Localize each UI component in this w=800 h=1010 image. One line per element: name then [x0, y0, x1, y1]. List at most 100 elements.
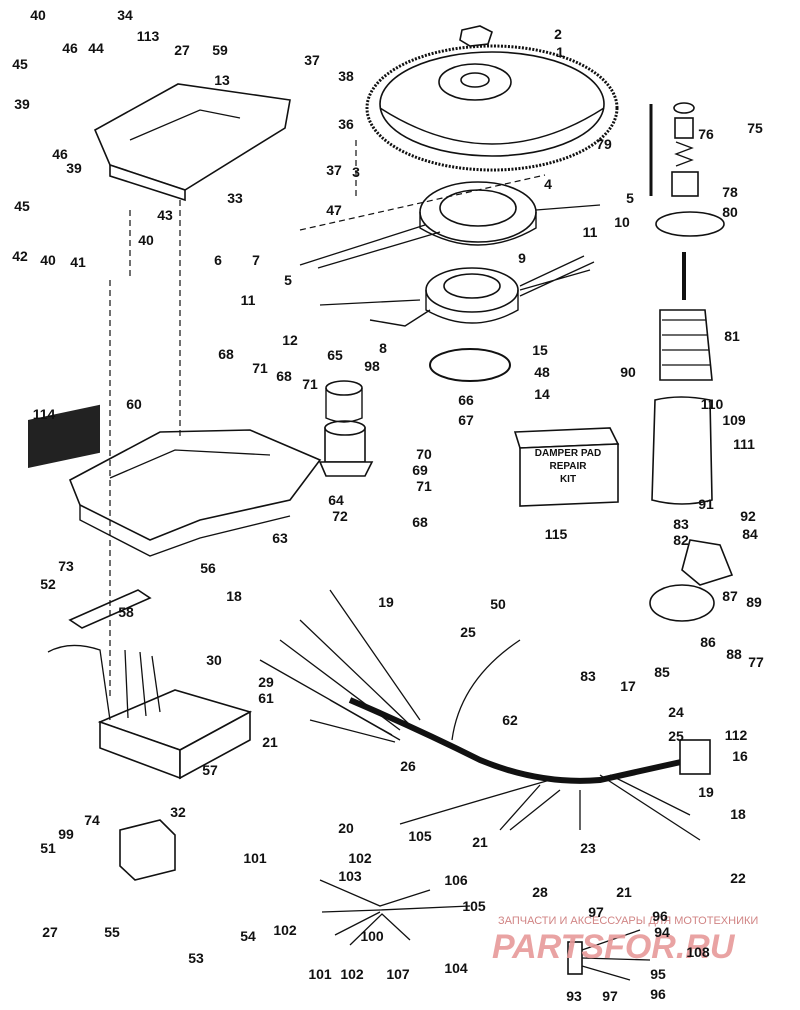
callout-4: 4 — [544, 176, 552, 192]
flywheel-nut — [459, 25, 493, 47]
sleeve-body — [325, 388, 363, 423]
callout-114: 114 — [33, 406, 56, 422]
alignment-line-1 — [109, 210, 131, 700]
callout-87: 87 — [722, 588, 738, 604]
callout-21: 21 — [472, 834, 488, 850]
kit-line1: DAMPER PAD — [535, 448, 601, 459]
starter-solenoid — [318, 420, 374, 477]
callout-43: 43 — [157, 207, 173, 223]
callout-29: 29 — [258, 674, 274, 690]
callout-80: 80 — [722, 204, 738, 220]
callout-42: 42 — [12, 248, 28, 264]
callout-110: 110 — [701, 396, 724, 412]
rectifier — [47, 644, 253, 780]
callout-98: 98 — [364, 358, 380, 374]
callout-46: 46 — [52, 146, 68, 162]
callout-13: 13 — [214, 72, 230, 88]
callout-115: 115 — [545, 526, 568, 542]
decal-114 — [28, 404, 100, 469]
kit-line3: KIT — [560, 474, 576, 485]
callout-2: 2 — [554, 26, 562, 42]
timer-base — [319, 255, 595, 327]
callout-46: 46 — [62, 40, 78, 56]
electrical-cover — [93, 83, 291, 202]
callout-108: 108 — [686, 944, 710, 960]
callout-62: 62 — [502, 712, 518, 728]
callout-37: 37 — [304, 52, 320, 68]
callout-106: 106 — [444, 872, 468, 888]
callout-76: 76 — [698, 126, 714, 142]
callout-78: 78 — [722, 184, 738, 200]
electrical-bracket — [28, 404, 322, 557]
watermark: ЗАПЧАСТИ И АКСЕССУАРЫ ДЛЯ МОТОТЕХНИКИ PA… — [492, 915, 758, 966]
callout-99: 99 — [58, 826, 74, 842]
callout-92: 92 — [740, 508, 756, 524]
callout-85: 85 — [654, 664, 670, 680]
callout-67: 67 — [458, 412, 474, 428]
callout-27: 27 — [174, 42, 190, 58]
callout-7: 7 — [252, 252, 260, 268]
callout-71: 71 — [302, 376, 318, 392]
callout-58: 58 — [118, 604, 134, 620]
retaining-ring — [429, 348, 511, 382]
callout-25: 25 — [460, 624, 476, 640]
callout-51: 51 — [40, 840, 56, 856]
callout-37: 37 — [326, 162, 342, 178]
callout-17: 17 — [620, 678, 636, 694]
starter-motor — [649, 102, 734, 622]
kit-line2: REPAIR — [549, 461, 587, 472]
callout-104: 104 — [444, 960, 468, 976]
callout-14: 14 — [534, 386, 550, 402]
alignment-line-3 — [299, 140, 546, 231]
watermark-brand: PARTSFOR.RU — [492, 928, 736, 966]
callout-97: 97 — [588, 904, 604, 920]
callout-11: 11 — [583, 224, 598, 240]
callout-100: 100 — [360, 928, 384, 944]
callout-57: 57 — [202, 762, 218, 778]
callout-93: 93 — [566, 988, 582, 1004]
callout-68: 68 — [218, 346, 234, 362]
callout-6: 6 — [214, 252, 222, 268]
callout-27: 27 — [42, 924, 58, 940]
callout-60: 60 — [126, 396, 142, 412]
damper-pad-kit: DAMPER PAD REPAIR KIT — [513, 427, 620, 507]
damper-sleeve — [325, 380, 363, 396]
callout-38: 38 — [338, 68, 354, 84]
callout-20: 20 — [338, 820, 354, 836]
callout-36: 36 — [338, 116, 354, 132]
callout-21: 21 — [616, 884, 632, 900]
callout-54: 54 — [240, 928, 256, 944]
callout-18: 18 — [226, 588, 242, 604]
callout-68: 68 — [276, 368, 292, 384]
callout-65: 65 — [327, 347, 343, 363]
callout-70: 70 — [416, 446, 432, 462]
callout-19: 19 — [378, 594, 394, 610]
callout-30: 30 — [206, 652, 222, 668]
callout-75: 75 — [747, 120, 763, 136]
callout-63: 63 — [272, 530, 288, 546]
callout-96: 96 — [652, 908, 668, 924]
callout-101: 101 — [243, 850, 267, 866]
fuse-holder — [567, 929, 651, 981]
callout-48: 48 — [534, 364, 550, 380]
callout-66: 66 — [458, 392, 474, 408]
callout-33: 33 — [227, 190, 243, 206]
callout-44: 44 — [88, 40, 104, 56]
callout-77: 77 — [748, 654, 764, 670]
callout-16: 16 — [732, 748, 748, 764]
terminal-strip — [68, 589, 152, 629]
callout-86: 86 — [700, 634, 716, 650]
callout-68: 68 — [412, 514, 428, 530]
callout-84: 84 — [742, 526, 758, 542]
callout-28: 28 — [532, 884, 548, 900]
callout-32: 32 — [170, 804, 186, 820]
callout-109: 109 — [722, 412, 746, 428]
leads-assembly — [319, 879, 471, 946]
callout-105: 105 — [462, 898, 486, 914]
callout-40: 40 — [138, 232, 154, 248]
callout-102: 102 — [340, 966, 364, 982]
callout-94: 94 — [654, 924, 670, 940]
callout-18: 18 — [730, 806, 746, 822]
callout-55: 55 — [104, 924, 120, 940]
callout-40: 40 — [30, 7, 46, 23]
